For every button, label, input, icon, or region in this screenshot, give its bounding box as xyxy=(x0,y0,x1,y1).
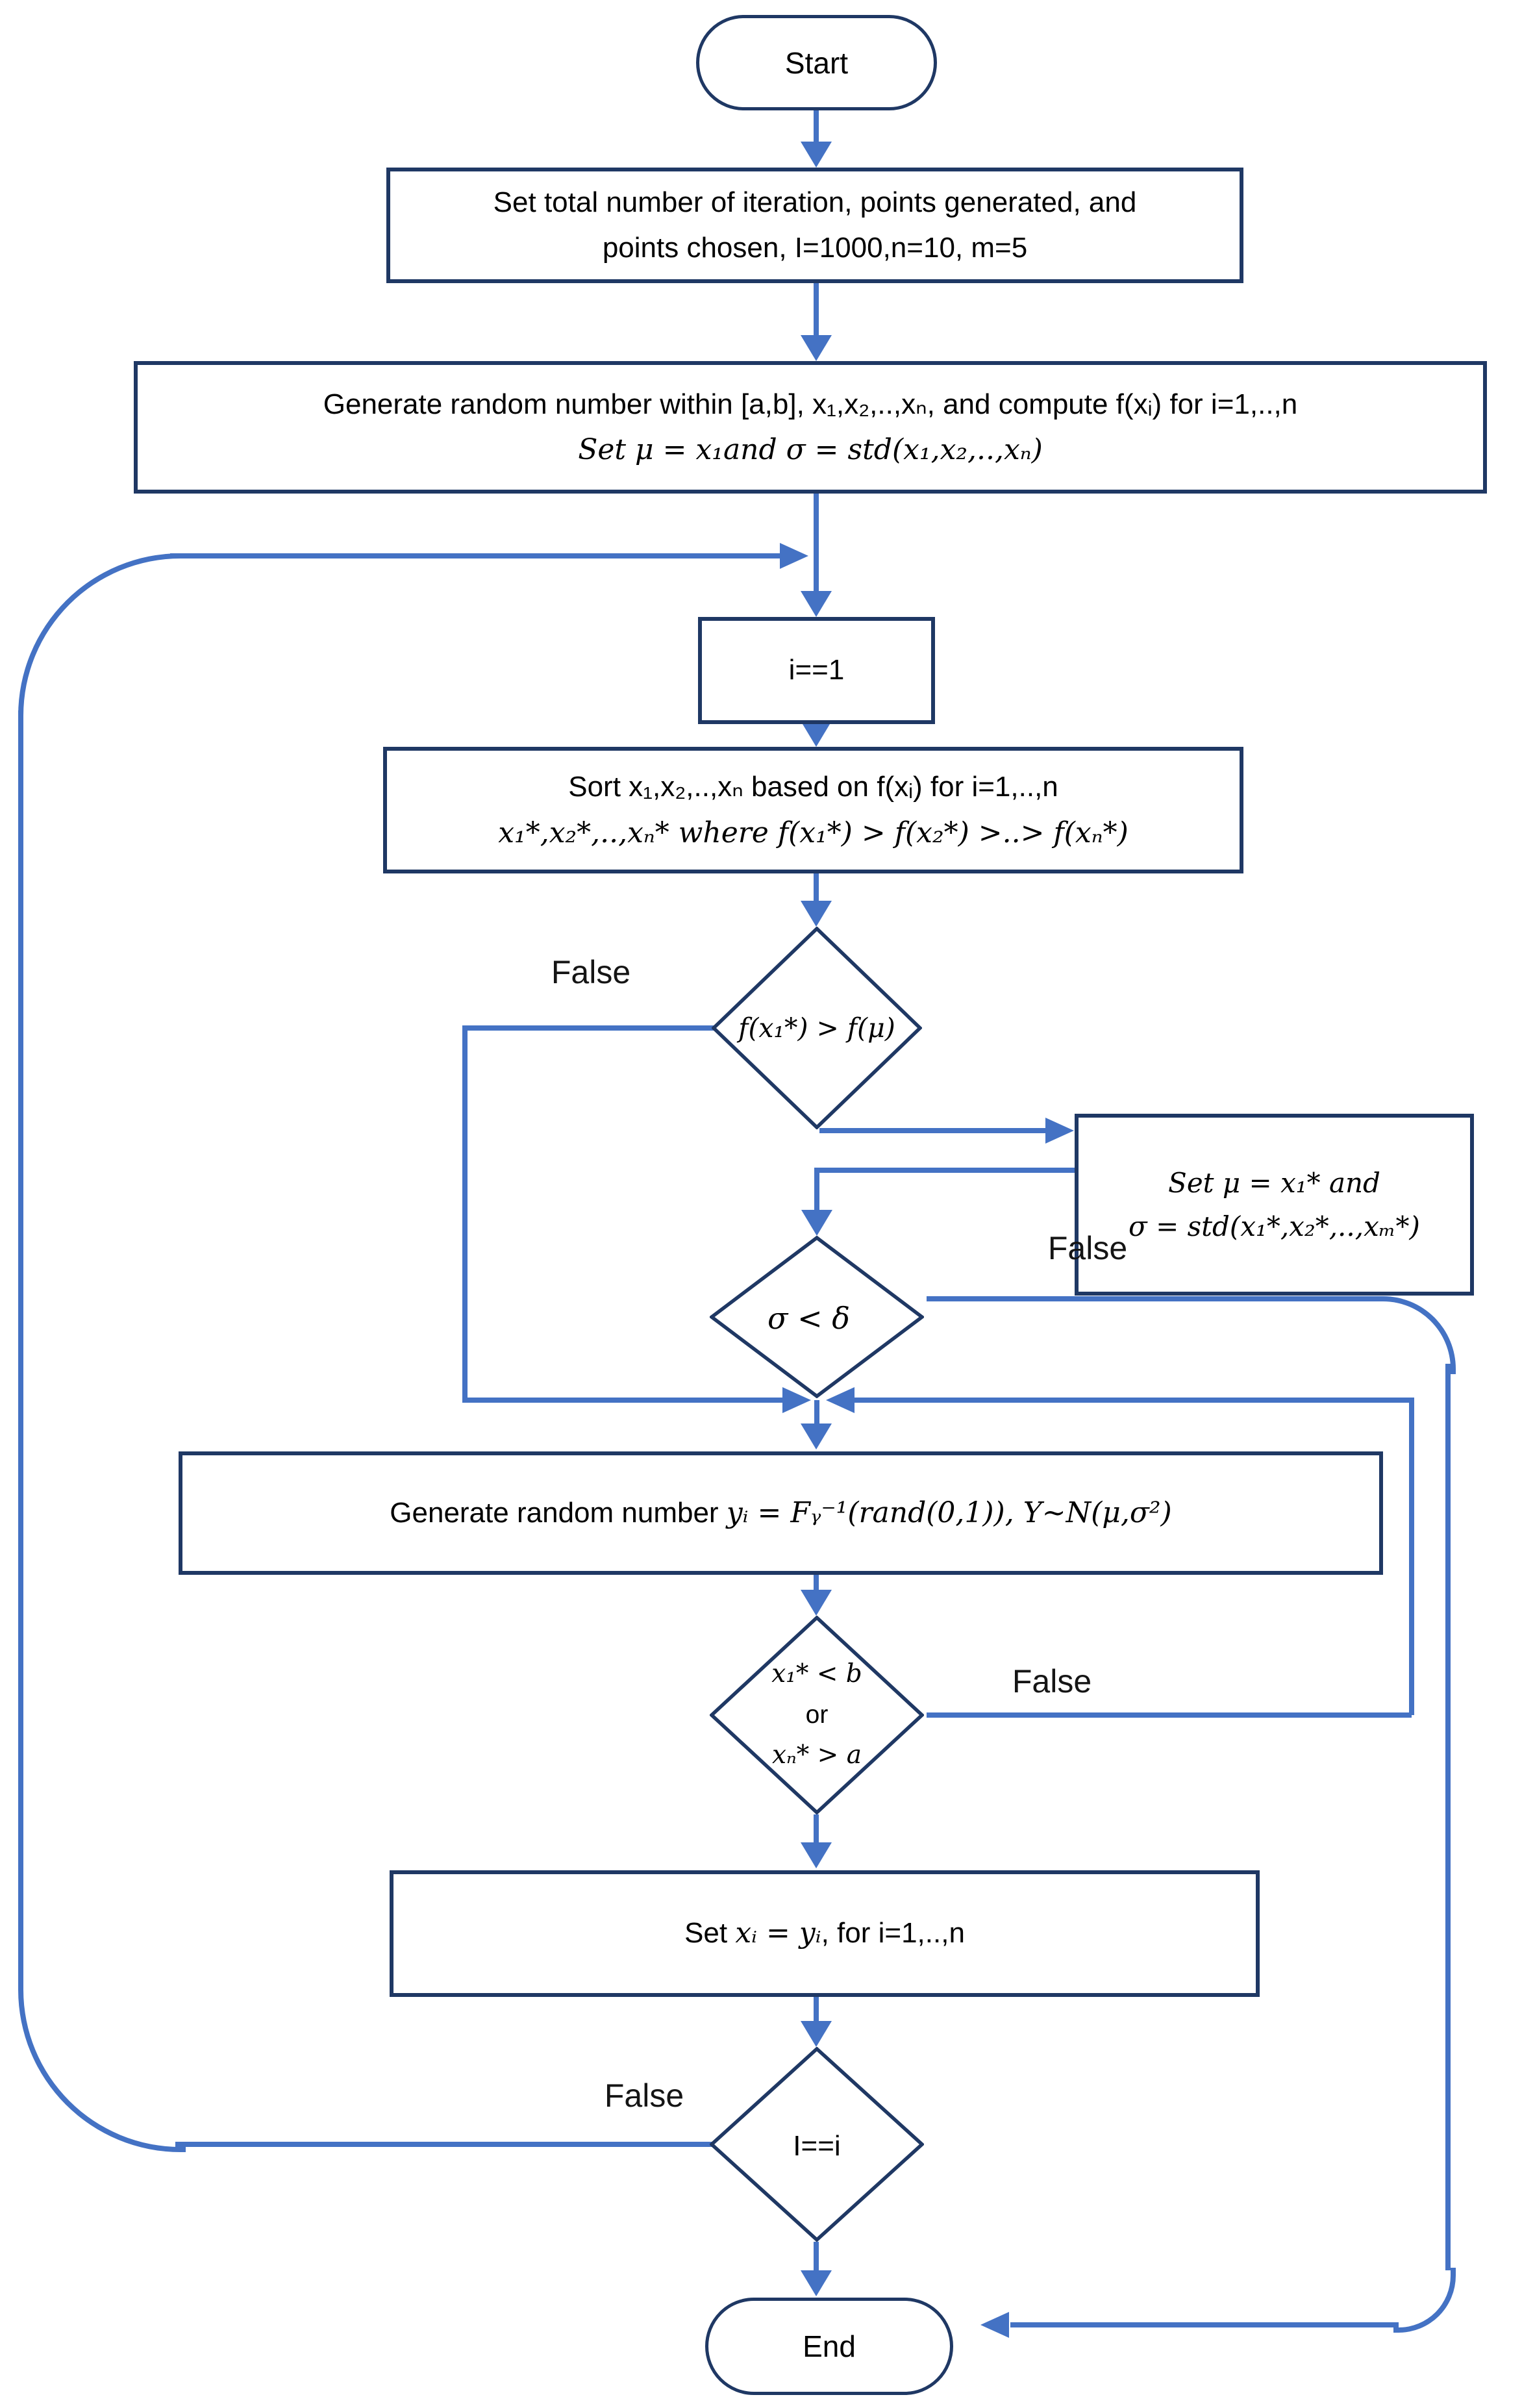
connector-sigmacheck-false-curve-bottom xyxy=(1393,2268,1456,2333)
terminator-end-label: End xyxy=(803,2329,856,2363)
process-set-mu-sigma-line2: σ = std(x₁*,x₂*,..,xₘ*) xyxy=(1129,1210,1420,1242)
process-generate-initial-line2: Set μ = x₁and σ = std(x₁,x₂,..,xₙ) xyxy=(578,433,1043,466)
connector-setmu-exit-left xyxy=(814,1168,1077,1173)
connector-fcheck-false-to-merge xyxy=(462,1398,784,1403)
process-set-x-part3: , for i=1,..,n xyxy=(821,1917,965,1950)
process-generate-y: Generate random number yᵢ = Fᵧ⁻¹(rand(0,… xyxy=(179,1451,1383,1575)
process-generate-y-math: yᵢ = Fᵧ⁻¹(rand(0,1)), Y~N(μ,σ²) xyxy=(726,1496,1172,1529)
decision-boundscheck-line3: xₙ* > a xyxy=(771,1740,862,1770)
connector-loopcheck-to-end xyxy=(814,2242,819,2272)
process-set-x: Set xᵢ = yᵢ, for i=1,..,n xyxy=(390,1870,1260,1997)
arrowhead-boundscheck-false-into-merge xyxy=(826,1387,855,1413)
connector-loop-top xyxy=(170,553,784,558)
connector-start-to-init xyxy=(814,110,819,143)
process-generate-initial-line1: Generate random number within [a,b], x₁,… xyxy=(323,388,1298,420)
process-generate-y-line: Generate random number yᵢ = Fᵧ⁻¹(rand(0,… xyxy=(390,1490,1171,1536)
decision-fcheck: f(x₁*) > f(μ) xyxy=(712,1003,922,1053)
process-set-mu-sigma-line1: Set μ = x₁* and xyxy=(1168,1166,1380,1199)
decision-sigmacheck-label: σ < δ xyxy=(767,1301,850,1336)
process-set-mu-sigma: Set μ = x₁* and σ = std(x₁*,x₂*,..,xₘ*) xyxy=(1075,1114,1474,1296)
connector-sigmacheck-false-curve-top xyxy=(1378,1296,1456,1374)
decision-boundscheck-shape xyxy=(710,1616,924,1814)
process-init: Set total number of iteration, points ge… xyxy=(386,168,1243,283)
process-set-x-line: Set xᵢ = yᵢ, for i=1,..,n xyxy=(684,1911,965,1956)
decision-loopcheck: I==i xyxy=(710,2124,924,2169)
arrowhead-loopcheck-to-end xyxy=(801,2270,832,2296)
arrowhead-init-to-generate xyxy=(801,335,832,361)
label-fcheck-false: False xyxy=(551,954,631,990)
connector-loop-curve-topleft xyxy=(18,553,186,721)
connector-merge-to-generatey xyxy=(814,1400,819,1426)
connector-boundscheck-false-to-merge xyxy=(853,1398,1414,1403)
arrowhead-setmu-to-sigmacheck xyxy=(801,1210,832,1236)
connector-sigmacheck-false-right xyxy=(927,1296,1383,1301)
terminator-start-label: Start xyxy=(784,45,849,80)
process-sort-line1: Sort x₁,x₂,..,xₙ based on f(xᵢ) for i=1,… xyxy=(568,771,1058,803)
connector-sigmacheck-false-down xyxy=(1445,1364,1451,2270)
decision-sigmacheck-shape xyxy=(710,1236,924,1398)
arrowhead-fcheck-false-into-merge xyxy=(782,1387,811,1413)
connector-init-to-generate xyxy=(814,283,819,338)
label-sigmacheck-false: False xyxy=(1047,1230,1128,1266)
connector-setmu-down-to-sigmacheck xyxy=(814,1168,819,1212)
process-iteration-label: i==1 xyxy=(788,654,845,686)
connector-loop-curve-bottomleft xyxy=(18,1985,186,2152)
connector-fcheck-false-left xyxy=(465,1025,714,1031)
process-sort: Sort x₁,x₂,..,xₙ based on f(xᵢ) for i=1,… xyxy=(383,747,1243,873)
decision-loopcheck-shape xyxy=(710,2047,924,2242)
decision-boundscheck-line1: x₁* < b xyxy=(771,1659,862,1689)
arrowhead-generate-to-iteration xyxy=(801,591,832,617)
arrowhead-fcheck-true-to-setmu xyxy=(1045,1118,1074,1144)
decision-boundscheck-line2: or xyxy=(805,1700,829,1729)
connector-setx-to-loopcheck xyxy=(814,1997,819,2023)
connector-loopcheck-false-horizontal xyxy=(175,2142,714,2147)
label-loopcheck-false: False xyxy=(604,2077,684,2114)
decision-boundscheck: x₁* < b or xₙ* > a xyxy=(710,1633,924,1798)
connector-sort-to-fcheck xyxy=(814,873,819,903)
decision-loopcheck-label: I==i xyxy=(793,2130,841,2162)
label-boundscheck-false: False xyxy=(1012,1663,1092,1699)
process-init-line1: Set total number of iteration, points ge… xyxy=(493,186,1137,218)
process-set-x-part2: xᵢ = yᵢ xyxy=(735,1916,821,1950)
connector-sigmacheck-false-to-end xyxy=(1010,2322,1399,2327)
connector-boundscheck-to-setx xyxy=(814,1814,819,1844)
arrowhead-start-to-init xyxy=(801,142,832,168)
arrowhead-setx-to-loopcheck xyxy=(801,2021,832,2047)
connector-generate-to-iteration xyxy=(814,494,819,594)
arrowhead-iteration-to-sort xyxy=(801,721,832,747)
connector-fcheck-true-to-setmu xyxy=(819,1128,1047,1133)
connector-boundscheck-false-right xyxy=(927,1712,1412,1718)
decision-fcheck-label: f(x₁*) > f(μ) xyxy=(738,1012,895,1044)
arrowhead-loop-into-main xyxy=(780,543,808,569)
arrowhead-sort-to-fcheck xyxy=(801,901,832,927)
connector-boundscheck-false-up xyxy=(1409,1400,1414,1715)
process-set-x-part1: Set xyxy=(684,1917,736,1950)
decision-sigmacheck: σ < δ xyxy=(710,1296,908,1341)
process-generate-initial: Generate random number within [a,b], x₁,… xyxy=(134,361,1487,494)
terminator-start: Start xyxy=(696,15,937,110)
process-iteration: i==1 xyxy=(698,617,935,724)
process-sort-line2: x₁*,x₂*,..,xₙ* where f(x₁*) > f(x₂*) >..… xyxy=(498,816,1129,849)
decision-fcheck-shape xyxy=(712,927,922,1129)
process-generate-y-prefix: Generate random number xyxy=(390,1496,727,1529)
arrowhead-generatey-to-boundscheck xyxy=(801,1590,832,1616)
connector-fcheck-false-down xyxy=(462,1025,468,1403)
arrowhead-merge-to-generatey xyxy=(801,1423,832,1449)
connector-loop-left-vertical xyxy=(18,710,23,1990)
process-init-line2: points chosen, I=1000,n=10, m=5 xyxy=(602,232,1028,264)
arrowhead-boundscheck-to-setx xyxy=(801,1842,832,1868)
arrowhead-sigmacheck-false-into-end xyxy=(980,2312,1009,2338)
terminator-end: End xyxy=(705,2298,953,2395)
connector-generatey-to-boundscheck xyxy=(814,1575,819,1592)
